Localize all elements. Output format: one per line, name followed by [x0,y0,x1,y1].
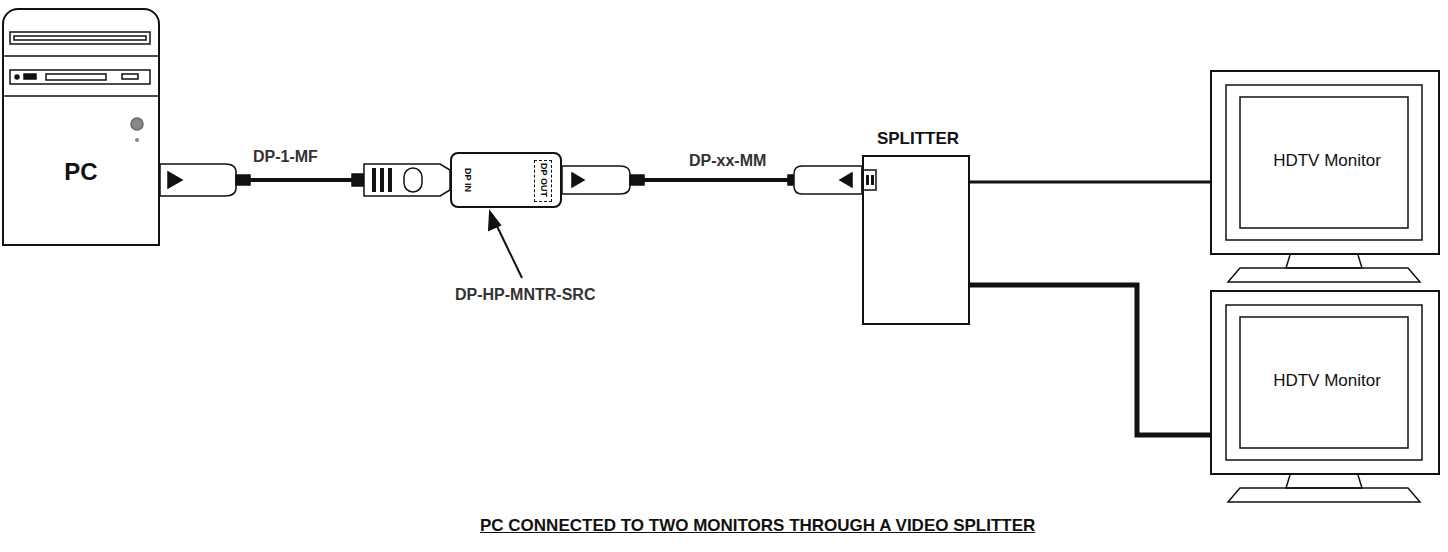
port-label: DP OUT [539,163,549,197]
monitor-details [1226,85,1422,502]
cable-label: DP-1-MF [250,148,321,166]
pc-tower: PC [2,8,160,246]
port-label: DP IN [463,168,473,192]
dp-plug [160,164,250,196]
dp-female-plug [352,164,450,196]
cable [970,285,1210,435]
monitor: HDTV Monitor [1210,290,1440,475]
monitor: HDTV Monitor [1210,70,1440,255]
callout-label: DP-HP-MNTR-SRC [452,286,598,304]
cable [970,181,1210,184]
screen-label: HDTV Monitor [1262,150,1392,171]
dp-plug [562,166,644,194]
pc-details [2,32,160,142]
dp-adapter: DP IN DP OUT [450,152,562,208]
node-heading: SPLITTER [844,129,992,149]
callout-arrow [489,212,522,278]
splitter-box: SPLITTER [862,155,970,325]
screen-label: HDTV Monitor [1262,370,1392,391]
node-label: PC [4,158,158,186]
caption: PC CONNECTED TO TWO MONITORS THROUGH A V… [480,516,1035,536]
cable-label: DP-xx-MM [686,152,769,170]
